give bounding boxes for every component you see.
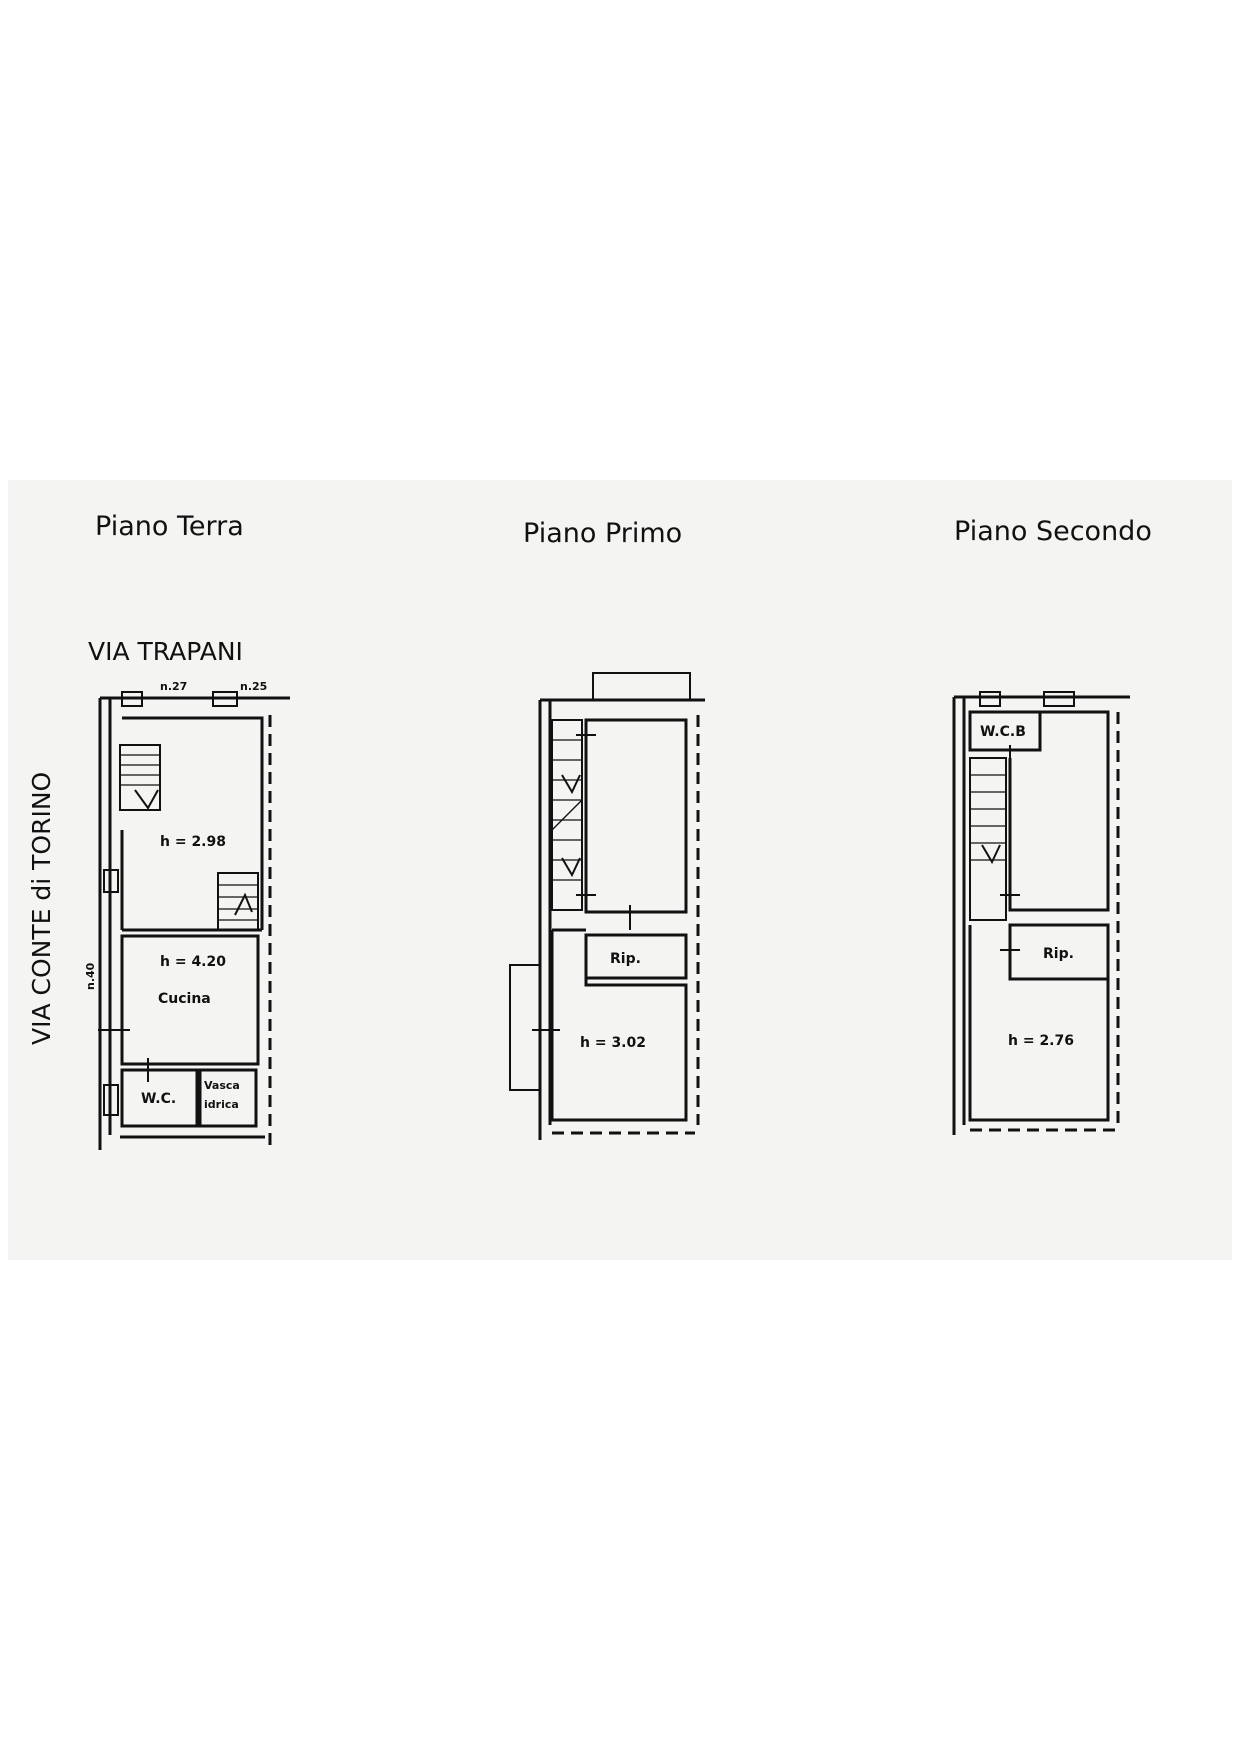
street-via-conte-di-torino: VIA CONTE di TORINO: [27, 772, 56, 1045]
title-piano-terra: Piano Terra: [95, 511, 244, 542]
title-piano-secondo: Piano Secondo: [954, 516, 1152, 547]
lower-room-walls: [550, 930, 688, 1122]
stair-flight: [969, 757, 1007, 921]
stair-arrow-lower-icon: [561, 857, 581, 878]
first-floor-lower-height: h = 3.02: [580, 1035, 646, 1051]
window-left-lower: [103, 1084, 119, 1116]
front-opening-2: [1043, 691, 1075, 707]
civic-number-40: n.40: [84, 962, 97, 990]
water-tank-walls: [198, 1068, 258, 1128]
water-tank-label-2: idrica: [204, 1098, 239, 1111]
storage-walls: [1008, 923, 1110, 981]
ground-upper-room-height: h = 2.98: [160, 834, 226, 850]
civic-number-27: n.27: [160, 680, 187, 693]
stair-arrow-icon: [981, 844, 1001, 865]
stair-arrow-upper-icon: [561, 774, 581, 795]
kitchen-walls: [120, 934, 260, 1066]
window-left-upper: [103, 869, 119, 893]
stair-flight-internal: [217, 872, 259, 931]
stair-break-line: [551, 799, 583, 831]
stair-treads-top: [120, 754, 160, 786]
front-opening-1: [979, 691, 1001, 707]
title-piano-primo: Piano Primo: [523, 518, 682, 549]
wc-walls: [120, 1068, 199, 1128]
upper-room-walls: [162, 716, 264, 930]
stair-flight-top: [119, 744, 161, 811]
upper-room-walls: [1008, 710, 1110, 912]
civic-number-25: n.25: [240, 680, 267, 693]
stair-treads-internal: [218, 884, 258, 921]
plan-piano-secondo: W.C.B Rip. h = 2.76: [952, 691, 1130, 1135]
balcony-projection: [592, 672, 691, 701]
plan-piano-terra: n.27 n.25 n.40 h = 2.98: [84, 680, 290, 1150]
stair-treads: [552, 739, 582, 881]
stair-treads: [970, 774, 1006, 861]
door-n25: [212, 691, 238, 707]
stair-arrow-internal-icon: [234, 892, 253, 916]
stair-arrow-top-icon: [134, 789, 159, 810]
door-n27: [121, 691, 143, 707]
stair-flight: [551, 719, 583, 911]
bathroom-label: W.C.B: [980, 724, 1026, 740]
wc-label: W.C.: [141, 1091, 176, 1107]
kitchen-label: Cucina: [158, 991, 211, 1007]
upper-room-walls: [584, 718, 688, 914]
storage-label: Rip.: [610, 951, 641, 967]
kitchen-height: h = 4.20: [160, 954, 226, 970]
storage-label: Rip.: [1043, 946, 1074, 962]
water-tank-label-1: Vasca: [204, 1079, 240, 1092]
lower-room-walls: [968, 925, 1110, 1122]
street-via-trapani: VIA TRAPANI: [88, 637, 243, 666]
side-terrace: [509, 964, 541, 1091]
plan-piano-primo: Rip. h = 3.02: [509, 672, 705, 1140]
second-floor-lower-height: h = 2.76: [1008, 1033, 1074, 1049]
bathroom-walls: [968, 710, 1042, 752]
